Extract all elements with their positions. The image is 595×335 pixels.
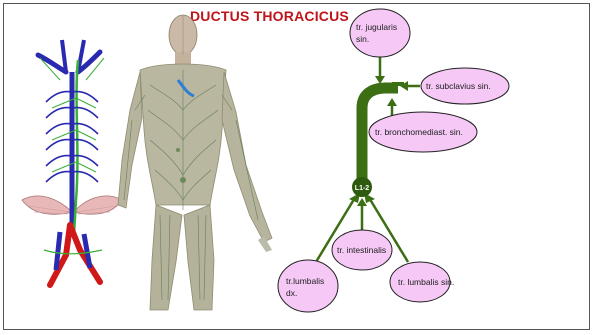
bubble-bronchomediast-text: tr. bronchomediast. sin. (375, 127, 463, 137)
bubble-subclavius: tr. subclavius sin. (421, 68, 509, 104)
bubble-lumbalis-dx-line1: tr.lumbalis (286, 276, 324, 286)
bubble-subclavius-text: tr. subclavius sin. (426, 81, 491, 91)
level-label: L1-2 (355, 185, 370, 192)
bubble-intestinalis-text: tr. intestinalis (337, 245, 386, 255)
lymphatic-vessel-illustration (22, 40, 122, 285)
bubble-bronchomediast: tr. bronchomediast. sin. (369, 112, 477, 152)
bubble-jugularis-line1: tr. jugularis (356, 22, 397, 32)
human-body-illustration (118, 15, 272, 310)
bubble-lumbalis-dx: tr.lumbalis dx. (278, 260, 338, 312)
bubble-intestinalis: tr. intestinalis (332, 230, 392, 270)
bubble-lumbalis-sin: tr. lumbalis sin. (390, 262, 454, 302)
bubble-jugularis-line2: sin. (356, 34, 369, 44)
bubble-lumbalis-sin-text: tr. lumbalis sin. (398, 277, 454, 287)
bubble-lumbalis-dx-line2: dx. (286, 288, 297, 298)
bubble-jugularis: tr. jugularis sin. (350, 9, 410, 57)
duct-schematic: L1-2 tr. jugularis sin. tr. subclavius s… (278, 9, 509, 312)
